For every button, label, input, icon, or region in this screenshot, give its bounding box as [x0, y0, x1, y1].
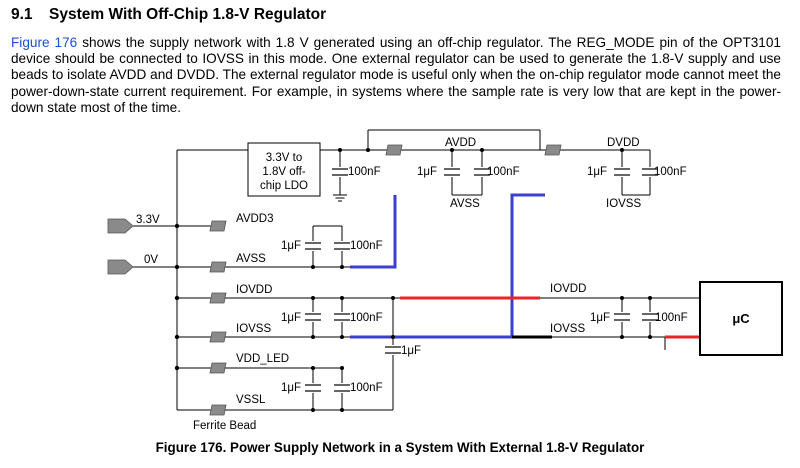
cap-label: 100nF: [654, 166, 687, 178]
figure-caption: Figure 176. Power Supply Network in a Sy…: [155, 440, 645, 455]
cap-label: 1μF: [281, 312, 301, 324]
blue-nets: [350, 193, 545, 339]
rail-avss: AVSS: [450, 198, 480, 210]
rail-avdd: AVDD: [445, 137, 476, 149]
cap-label: 100nF: [487, 166, 520, 178]
cap-label: 100nF: [655, 312, 688, 324]
input-arrow-0v: [107, 259, 134, 275]
cap-label: 1μF: [401, 345, 421, 357]
input-0v-label: 0V: [144, 254, 158, 266]
red-nets: [400, 296, 700, 339]
pin-vssl: VSSL: [236, 394, 266, 406]
cap-label: 1μF: [281, 382, 301, 394]
rail-iovdd-right: IOVDD: [550, 283, 586, 295]
section-heading: 9.1 System With Off-Chip 1.8-V Regulator: [11, 6, 326, 24]
rail-dvdd: DVDD: [607, 137, 640, 149]
cap-label: 100nF: [350, 382, 383, 394]
ldo-box: [247, 142, 321, 197]
rail-iovss-right: IOVSS: [550, 323, 585, 335]
cap-label: 1μF: [587, 166, 607, 178]
cap-label: 100nF: [348, 166, 381, 178]
input-arrow-3v3: [107, 218, 134, 234]
pin-avss: AVSS: [236, 253, 266, 265]
rail-iovss-top: IOVSS: [606, 198, 641, 210]
ldo-line-3: chip LDO: [260, 180, 308, 192]
pin-avdd3: AVDD3: [236, 213, 274, 225]
ferrite-bead-label: Ferrite Bead: [193, 420, 256, 432]
power-supply-schematic: 3.3V to 1.8V off- chip LDO μC 3.3V 0V AV…: [107, 129, 783, 432]
body-paragraph: Figure 176 shows the supply network with…: [11, 35, 781, 116]
ldo-line-1: 3.3V to: [266, 152, 302, 164]
pin-vdd-led: VDD_LED: [236, 353, 289, 365]
cap-label: 1μF: [417, 166, 437, 178]
junctions: [174, 148, 652, 412]
capacitors: [305, 167, 658, 393]
section-number: 9.1: [11, 6, 33, 23]
paragraph-text: shows the supply network with 1.8 V gene…: [11, 35, 781, 115]
pin-iovss: IOVSS: [236, 323, 271, 335]
pin-iovdd: IOVDD: [236, 284, 272, 296]
cap-label: 1μF: [590, 312, 610, 324]
mcu-label: μC: [732, 311, 750, 326]
cap-label: 100nF: [350, 312, 383, 324]
section-title: System With Off-Chip 1.8-V Regulator: [49, 6, 327, 23]
input-3v3-label: 3.3V: [136, 214, 160, 226]
figure-link[interactable]: Figure 176: [11, 35, 78, 50]
cap-label: 100nF: [350, 240, 383, 252]
ldo-line-2: 1.8V off-: [262, 166, 305, 178]
cap-label: 1μF: [281, 240, 301, 252]
mcu-box: [699, 281, 783, 356]
